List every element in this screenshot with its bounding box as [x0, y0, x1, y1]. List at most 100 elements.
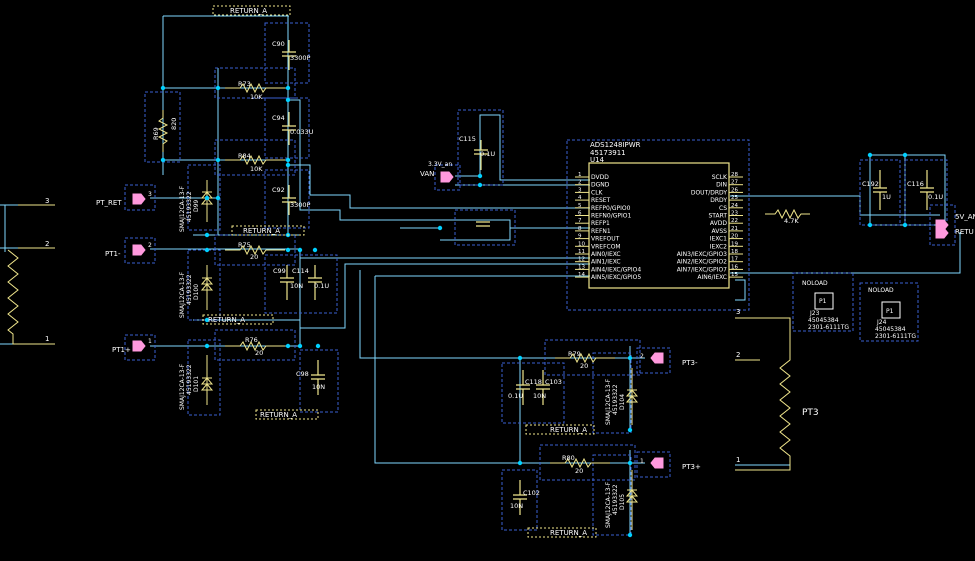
resistor-r79	[555, 352, 615, 364]
return-label: RETURN_A	[230, 7, 267, 15]
label-r84-ref: R84	[238, 152, 251, 160]
sensor-labels: 3 2 1 PT3 3 2 1	[45, 197, 819, 464]
ic-pin-number: 22	[731, 218, 738, 224]
port-num: 3	[148, 191, 152, 198]
label-rstart-val: 4.7K	[784, 217, 799, 225]
junction-dot	[627, 460, 633, 466]
ic-pin-number: 26	[731, 187, 738, 193]
junction-dot	[215, 157, 221, 163]
label-d100-part: SMAJ12CA-13-F	[179, 271, 186, 318]
label-c192-val: 1U	[882, 193, 891, 201]
ic-pin-number: 19	[731, 241, 738, 247]
cap-c192	[873, 170, 887, 210]
label-r73-val: 10K	[250, 93, 263, 101]
ports	[132, 171, 949, 469]
label-c116-ref: C116	[907, 180, 924, 188]
label-r75-val: 20	[250, 253, 258, 261]
sensor-pt3-label: PT3	[802, 408, 819, 418]
return-labels: RETURN_A RETURN_A RETURN_A RETURN_A RETU…	[202, 5, 597, 538]
cap-c102	[513, 480, 527, 515]
label-c115-val: 0.1U	[480, 150, 495, 158]
label-d105-num: 45193322	[612, 484, 619, 515]
port-label-pt3-minus: PT3-	[682, 359, 698, 367]
port-pt3-minus	[650, 352, 664, 364]
ic-pin-name: DIN	[716, 182, 727, 189]
port-label-return: RETU	[955, 228, 974, 236]
return-label: RETURN_A	[550, 426, 587, 434]
cap-c96	[476, 221, 490, 227]
ic-pin-name: CS	[719, 205, 727, 212]
ic-pin-name: AIN7/IEXC/GPIO7	[677, 266, 727, 273]
ic-pin-name: SCLK	[712, 174, 728, 181]
label-c90-ref: C90	[272, 40, 285, 48]
diode-d105	[625, 470, 639, 530]
label-r79-val: 20	[580, 362, 588, 370]
ic-pin-number: 27	[731, 180, 738, 186]
cap-c94	[282, 112, 296, 145]
junction-dot	[312, 247, 318, 253]
label-c92-val: 3300P	[290, 201, 311, 209]
ic-pin-name: DOUT/DRDY	[691, 189, 728, 196]
label-r79-ref: R79	[568, 350, 581, 358]
junction-dot	[627, 532, 633, 538]
ic-pin-number: 14	[578, 272, 585, 278]
connector-j23[interactable]	[814, 292, 834, 310]
port-num: 1	[148, 338, 152, 345]
resistor-r80	[550, 457, 610, 469]
cap-c103	[536, 370, 550, 405]
ic-pin-name: DGND	[591, 182, 610, 189]
ic-pin-number: 4	[578, 195, 582, 201]
diode-d101	[200, 355, 214, 405]
label-c102-ref: C102	[523, 489, 540, 497]
rtd-sensor-pt3	[735, 317, 791, 471]
junction-dot	[297, 343, 303, 349]
ic-pin-name: REFN0/GPIO1	[591, 213, 631, 220]
connector-j24[interactable]	[881, 301, 901, 319]
rtd-sensor-left	[7, 204, 55, 345]
label-r69-ref: R69	[152, 127, 160, 140]
label-c94-val: 0.033U	[290, 128, 314, 136]
junction-dot	[517, 460, 523, 466]
port-label-van: VAN	[420, 170, 434, 178]
junction-dot	[160, 157, 166, 163]
resistor-r75	[225, 244, 285, 256]
junction-dot	[867, 222, 873, 228]
junction-dot	[517, 355, 523, 361]
junction-dot	[204, 317, 210, 323]
port-label-pt-ret: PT_RET	[96, 199, 122, 207]
port-pt-ret	[132, 193, 146, 205]
ic-pin-number: 9	[578, 234, 582, 240]
ic-pin-number: 15	[731, 272, 738, 278]
label-d105-ref: D105	[619, 494, 626, 510]
port-pt3-plus	[650, 457, 664, 469]
j24-mpn: 2301-6111TG	[875, 333, 916, 340]
label-r84-val: 10K	[250, 165, 263, 173]
ic-body	[588, 162, 730, 289]
ic-pin-number: 16	[731, 264, 738, 270]
ic-pin-name: AVSS	[712, 228, 728, 235]
ic-pin-name: AIN4/IEXC/GPIO4	[591, 266, 641, 273]
ic-name: ADS1248IPWR	[590, 141, 641, 149]
junction-dot	[315, 343, 321, 349]
ic-part: 45173911	[590, 149, 626, 157]
j23-mpn: 2301-6111TG	[808, 324, 849, 331]
label-d101-ref: D101	[193, 376, 200, 392]
cap-c118	[516, 370, 530, 405]
ic-pin-name: AIN3/IEXC/GPIO3	[677, 251, 727, 258]
diode-d100	[200, 265, 214, 310]
label-d104-part: SMAJ12CA-13-F	[605, 378, 612, 425]
label-c192-ref: C192	[862, 180, 879, 188]
sensor-pt3-pin: 1	[736, 456, 740, 464]
port-return-r	[935, 227, 949, 239]
cap-c98	[311, 360, 325, 395]
junction-dot	[437, 225, 443, 231]
sensor-left-pin: 1	[45, 335, 49, 343]
j24-pin: P1	[886, 308, 894, 315]
ic-pin-number: 1	[578, 172, 582, 178]
ic-pin-number: 20	[731, 234, 738, 240]
junction-dot	[477, 173, 483, 179]
label-d99-part: SMAJ12CA-13-F	[179, 185, 186, 232]
port-num: 1	[640, 458, 644, 465]
